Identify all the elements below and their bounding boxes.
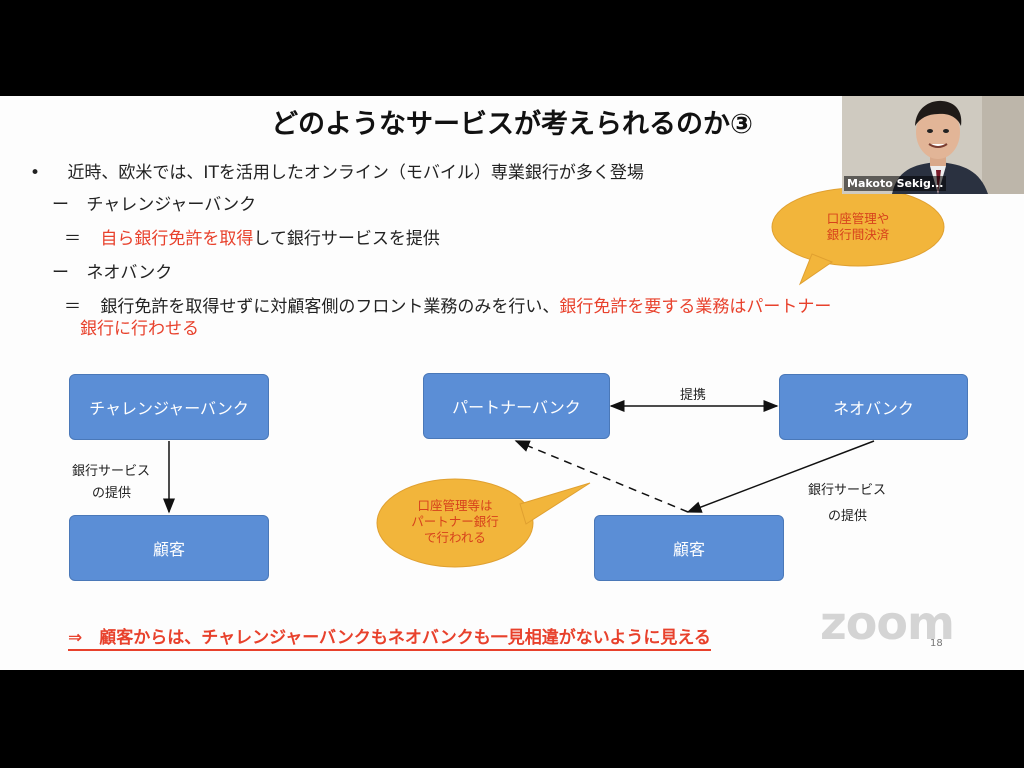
right-service-label-line1: 銀行サービス: [808, 478, 886, 504]
left-service-label: 銀行サービス の提供: [72, 461, 150, 505]
conclusion-text: ⇒ 顧客からは、チャレンジャーバンクもネオバンクも一見相違がないように見える: [68, 623, 711, 651]
right-service-label-line2: の提供: [808, 504, 886, 530]
left-service-label-line2: の提供: [72, 483, 150, 505]
challenger-bank-box: チャレンジャーバンク: [69, 374, 269, 440]
left-service-label-line1: 銀行サービス: [72, 461, 150, 483]
callout-bottom-text: 口座管理等は パートナー銀行 で行われる: [392, 498, 518, 546]
callout-top-line2: 銀行間決済: [790, 227, 926, 243]
participant-video-tile[interactable]: Makoto Sekig...: [842, 96, 1024, 194]
page-number: 18: [930, 638, 943, 649]
customer-box-right: 顧客: [594, 515, 784, 581]
customer-box-left: 顧客: [69, 515, 269, 581]
right-service-label: 銀行サービス の提供: [808, 478, 886, 530]
callout-bottom-line3: で行われる: [392, 530, 518, 546]
alliance-label: 提携: [680, 384, 706, 403]
callout-top-text: 口座管理や 銀行間決済: [790, 211, 926, 243]
neo-bank-box: ネオバンク: [779, 374, 968, 440]
partner-bank-box: パートナーバンク: [423, 373, 610, 439]
participant-name: Makoto Sekig...: [844, 176, 946, 191]
callout-bottom-line1: 口座管理等は: [392, 498, 518, 514]
callout-top-line1: 口座管理や: [790, 211, 926, 227]
callout-bottom-line2: パートナー銀行: [392, 514, 518, 530]
